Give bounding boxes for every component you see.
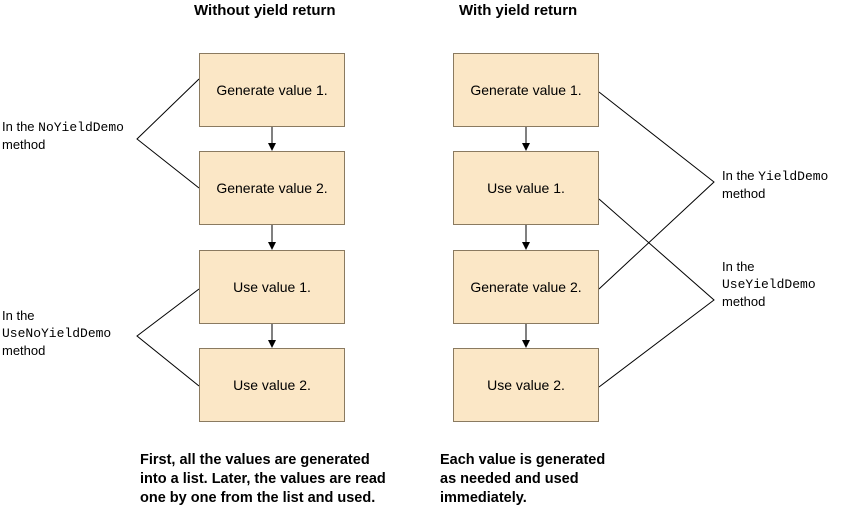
- label-yielddemo: In the YieldDemo method: [722, 167, 828, 202]
- label-usenoyielddemo: In the UseNoYieldDemo method: [2, 307, 111, 359]
- right-caption-line-3: immediately.: [440, 490, 527, 506]
- right-box-2: Use value 1.: [453, 151, 599, 225]
- right-column-title: With yield return: [459, 2, 578, 19]
- label-usenoyielddemo-suffix: method: [2, 343, 46, 358]
- label-useyielddemo-prefix: In the: [722, 259, 755, 274]
- bracket-useyielddemo: [598, 198, 715, 388]
- label-noyielddemo-suffix: method: [2, 137, 46, 152]
- left-caption: First, all the values are generated into…: [140, 451, 386, 508]
- left-box-3: Use value 1.: [199, 250, 345, 324]
- right-caption: Each value is generated as needed and us…: [440, 451, 605, 508]
- label-usenoyielddemo-code: UseNoYieldDemo: [2, 326, 112, 341]
- left-box-2: Generate value 2.: [199, 151, 345, 225]
- right-box-4: Use value 2.: [453, 348, 599, 422]
- label-usenoyielddemo-prefix: In the: [2, 308, 35, 323]
- left-caption-line-1: First, all the values are generated: [140, 452, 370, 468]
- bracket-usenoyielddemo: [136, 288, 200, 387]
- left-column-title: Without yield return: [194, 2, 336, 19]
- right-caption-line-1: Each value is generated: [440, 452, 606, 468]
- right-caption-line-2: as needed and used: [440, 471, 579, 487]
- label-yielddemo-code: YieldDemo: [758, 169, 829, 184]
- label-noyielddemo: In the NoYieldDemo method: [2, 118, 124, 153]
- label-noyielddemo-prefix: In the: [2, 119, 39, 134]
- label-yielddemo-suffix: method: [722, 186, 766, 201]
- label-useyielddemo: In the UseYieldDemo method: [722, 258, 816, 310]
- bracket-noyielddemo: [136, 78, 200, 189]
- left-box-1: Generate value 1.: [199, 53, 345, 127]
- label-useyielddemo-code: UseYieldDemo: [722, 277, 816, 292]
- label-yielddemo-prefix: In the: [722, 168, 759, 183]
- left-caption-line-2: into a list. Later, the values are read: [140, 471, 386, 487]
- left-caption-line-3: one by one from the list and used.: [140, 490, 376, 506]
- bracket-yielddemo: [598, 91, 715, 290]
- label-noyielddemo-code: NoYieldDemo: [38, 120, 124, 135]
- left-box-4: Use value 2.: [199, 348, 345, 422]
- label-useyielddemo-suffix: method: [722, 294, 766, 309]
- right-box-1: Generate value 1.: [453, 53, 599, 127]
- right-box-3: Generate value 2.: [453, 250, 599, 324]
